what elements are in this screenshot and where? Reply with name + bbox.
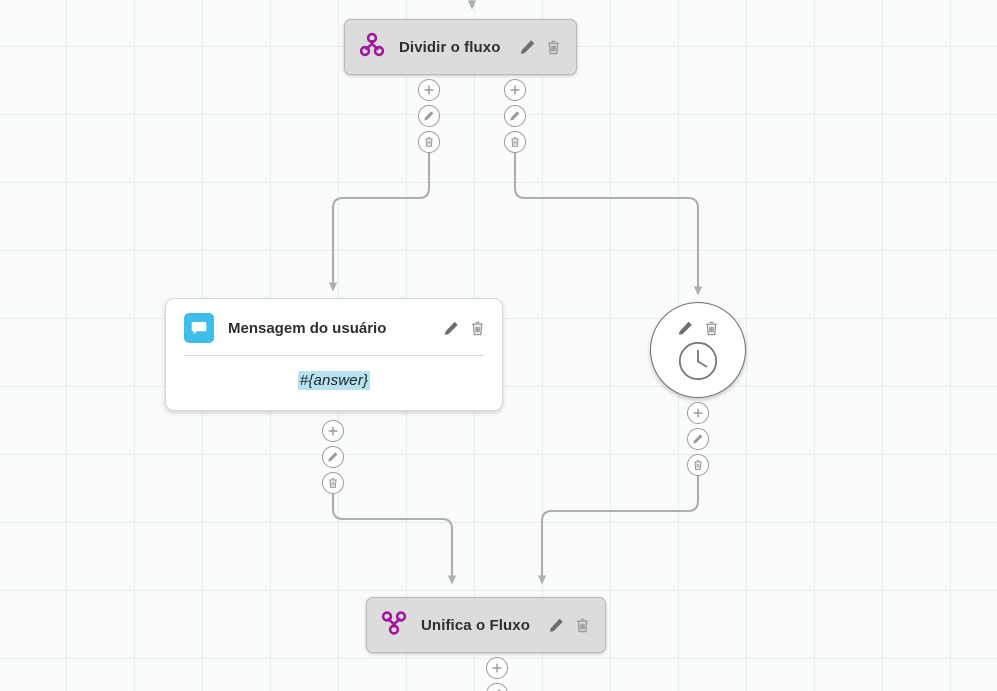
node-dividir-o-fluxo[interactable]: Dividir o fluxo: [344, 19, 577, 75]
port-stack-split-right[interactable]: [504, 79, 526, 153]
card-divider: [184, 355, 484, 356]
node-toolbar: [519, 39, 562, 56]
variable-token: #{answer}: [297, 371, 371, 390]
port-stack-split-left[interactable]: [418, 79, 440, 153]
delete-icon[interactable]: [703, 320, 720, 337]
node-toolbar: [677, 320, 720, 337]
edit-icon[interactable]: [677, 320, 694, 337]
edit-icon[interactable]: [519, 39, 536, 56]
node-timer[interactable]: [650, 302, 746, 398]
node-mensagem-do-usuario[interactable]: Mensagem do usuário: [165, 298, 503, 411]
add-node-button[interactable]: [486, 657, 508, 679]
edit-icon[interactable]: [548, 617, 565, 634]
edit-connection-button[interactable]: [418, 105, 440, 127]
edit-connection-button[interactable]: [486, 683, 508, 691]
card-body: #{answer}: [166, 356, 502, 410]
node-toolbar: [548, 617, 591, 634]
delete-icon[interactable]: [469, 320, 486, 337]
delete-connection-button[interactable]: [418, 131, 440, 153]
edge-split-to-timer: [513, 150, 703, 296]
port-stack-timer[interactable]: [687, 402, 709, 476]
port-stack-merge[interactable]: [486, 657, 508, 691]
add-node-button[interactable]: [687, 402, 709, 424]
delete-icon[interactable]: [574, 617, 591, 634]
node-title: Dividir o fluxo: [399, 38, 501, 56]
add-node-button[interactable]: [504, 79, 526, 101]
edit-connection-button[interactable]: [504, 105, 526, 127]
edit-connection-button[interactable]: [322, 446, 344, 468]
split-flow-icon: [359, 32, 385, 63]
node-unifica-o-fluxo[interactable]: Unifica o Fluxo: [366, 597, 607, 653]
edit-connection-button[interactable]: [687, 428, 709, 450]
add-node-button[interactable]: [322, 420, 344, 442]
edit-icon[interactable]: [443, 320, 460, 337]
edge-timer-to-merge: [537, 472, 700, 585]
delete-connection-button[interactable]: [687, 454, 709, 476]
port-stack-user-message[interactable]: [322, 420, 344, 494]
clock-icon: [677, 340, 719, 387]
node-title: Unifica o Fluxo: [421, 616, 531, 634]
delete-connection-button[interactable]: [322, 472, 344, 494]
edge-user-message-to-merge: [331, 491, 457, 585]
add-node-button[interactable]: [418, 79, 440, 101]
node-toolbar: [443, 320, 486, 337]
node-title: Mensagem do usuário: [228, 319, 387, 337]
chat-bubble-icon: [184, 313, 214, 343]
card-header: Mensagem do usuário: [166, 299, 502, 355]
delete-connection-button[interactable]: [504, 131, 526, 153]
edge-split-to-user-message: [328, 150, 431, 292]
merge-flow-icon: [381, 610, 407, 641]
delete-icon[interactable]: [545, 39, 562, 56]
